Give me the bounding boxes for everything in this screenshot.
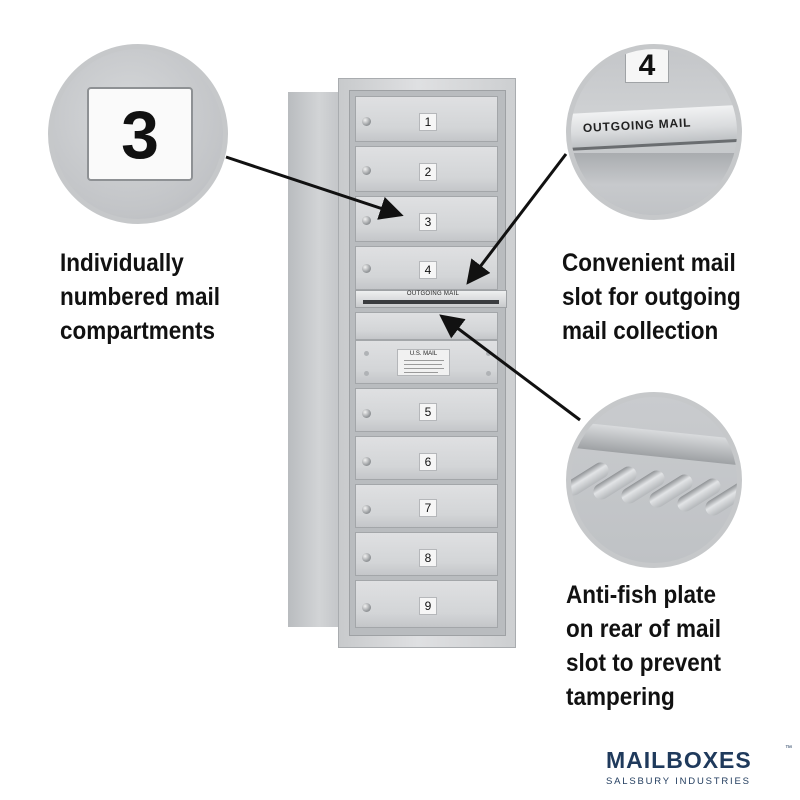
compartment-number: 9 bbox=[419, 597, 437, 615]
feature-line: tampering bbox=[566, 683, 675, 711]
feature-line: slot for outgoing bbox=[562, 283, 741, 311]
feature-line: slot to prevent bbox=[566, 649, 722, 677]
slot-lower-panel bbox=[571, 153, 737, 215]
lock-icon bbox=[362, 457, 371, 466]
feature-line: Convenient mail bbox=[562, 249, 736, 277]
brand-trademark: ™ bbox=[785, 745, 792, 752]
arrow-to-slot bbox=[466, 153, 568, 285]
number-badge: 3 bbox=[87, 87, 193, 181]
feature-numbered-compartments: Individually numbered mail compartments bbox=[60, 246, 220, 348]
lock-icon bbox=[362, 264, 371, 273]
mail-slot-opening bbox=[363, 300, 499, 304]
brand-name: MAILBOXES bbox=[606, 747, 752, 773]
anti-fish-callout bbox=[566, 392, 742, 568]
lock-icon bbox=[362, 166, 371, 175]
us-mail-title: U.S. MAIL bbox=[409, 351, 438, 357]
plate-fine-print bbox=[404, 364, 442, 365]
compartment-number: 6 bbox=[419, 453, 437, 471]
compartment-number: 4 bbox=[419, 261, 437, 279]
compartment-number: 8 bbox=[419, 549, 437, 567]
compartment-door-5: 5 bbox=[355, 388, 498, 432]
collection-panel bbox=[355, 312, 498, 340]
number-badge-text: 3 bbox=[121, 97, 159, 173]
lock-icon bbox=[362, 505, 371, 514]
outgoing-mail-label: OUTGOING MAIL bbox=[406, 291, 460, 297]
arrow-to-compartment bbox=[225, 155, 404, 220]
compartment-number: 7 bbox=[419, 499, 437, 517]
rivet bbox=[364, 351, 369, 356]
compartment-door-6: 6 bbox=[355, 436, 498, 480]
feature-line: Anti-fish plate bbox=[566, 581, 717, 609]
lock-icon bbox=[362, 603, 371, 612]
compartment-number: 2 bbox=[419, 163, 437, 181]
compartment-number: 3 bbox=[419, 213, 437, 231]
lock-icon bbox=[362, 117, 371, 126]
rivet bbox=[486, 351, 491, 356]
plate-fine-print bbox=[404, 372, 438, 373]
outgoing-slot-callout: 4 OUTGOING MAIL bbox=[566, 44, 742, 220]
feature-line: numbered mail bbox=[60, 283, 221, 311]
rivet bbox=[486, 371, 491, 376]
feature-line: Individually bbox=[60, 249, 184, 277]
compartment-door-7: 7 bbox=[355, 484, 498, 528]
brand-subtitle: SALSBURY INDUSTRIES bbox=[606, 776, 751, 787]
compartment-door-1: 1 bbox=[355, 96, 498, 142]
compartment-number: 1 bbox=[419, 113, 437, 131]
compartment-number: 5 bbox=[419, 403, 437, 421]
lock-icon bbox=[362, 216, 371, 225]
rivet bbox=[364, 371, 369, 376]
postal-panel bbox=[355, 340, 498, 384]
plate-fine-print bbox=[404, 368, 444, 369]
number-badge: 4 bbox=[625, 49, 669, 83]
feature-outgoing-slot: Convenient mail slot for outgoing mail c… bbox=[562, 246, 741, 348]
lock-icon bbox=[362, 409, 371, 418]
lock-icon bbox=[362, 553, 371, 562]
compartment-door-2: 2 bbox=[355, 146, 498, 192]
compartment-door-9: 9 bbox=[355, 580, 498, 628]
feature-line: on rear of mail bbox=[566, 615, 722, 643]
feature-line: compartments bbox=[60, 317, 216, 345]
numbered-door-callout: 3 bbox=[48, 44, 228, 224]
feature-anti-fish: Anti-fish plate on rear of mail slot to … bbox=[566, 578, 721, 714]
feature-line: mail collection bbox=[562, 317, 719, 345]
us-mail-plate: U.S. MAIL bbox=[397, 349, 450, 376]
brand-logo: MAILBOXES ™ SALSBURY INDUSTRIES bbox=[606, 745, 796, 787]
compartment-door-8: 8 bbox=[355, 532, 498, 576]
arrow-to-anti-fish bbox=[439, 314, 581, 422]
plate-fine-print bbox=[404, 360, 444, 361]
